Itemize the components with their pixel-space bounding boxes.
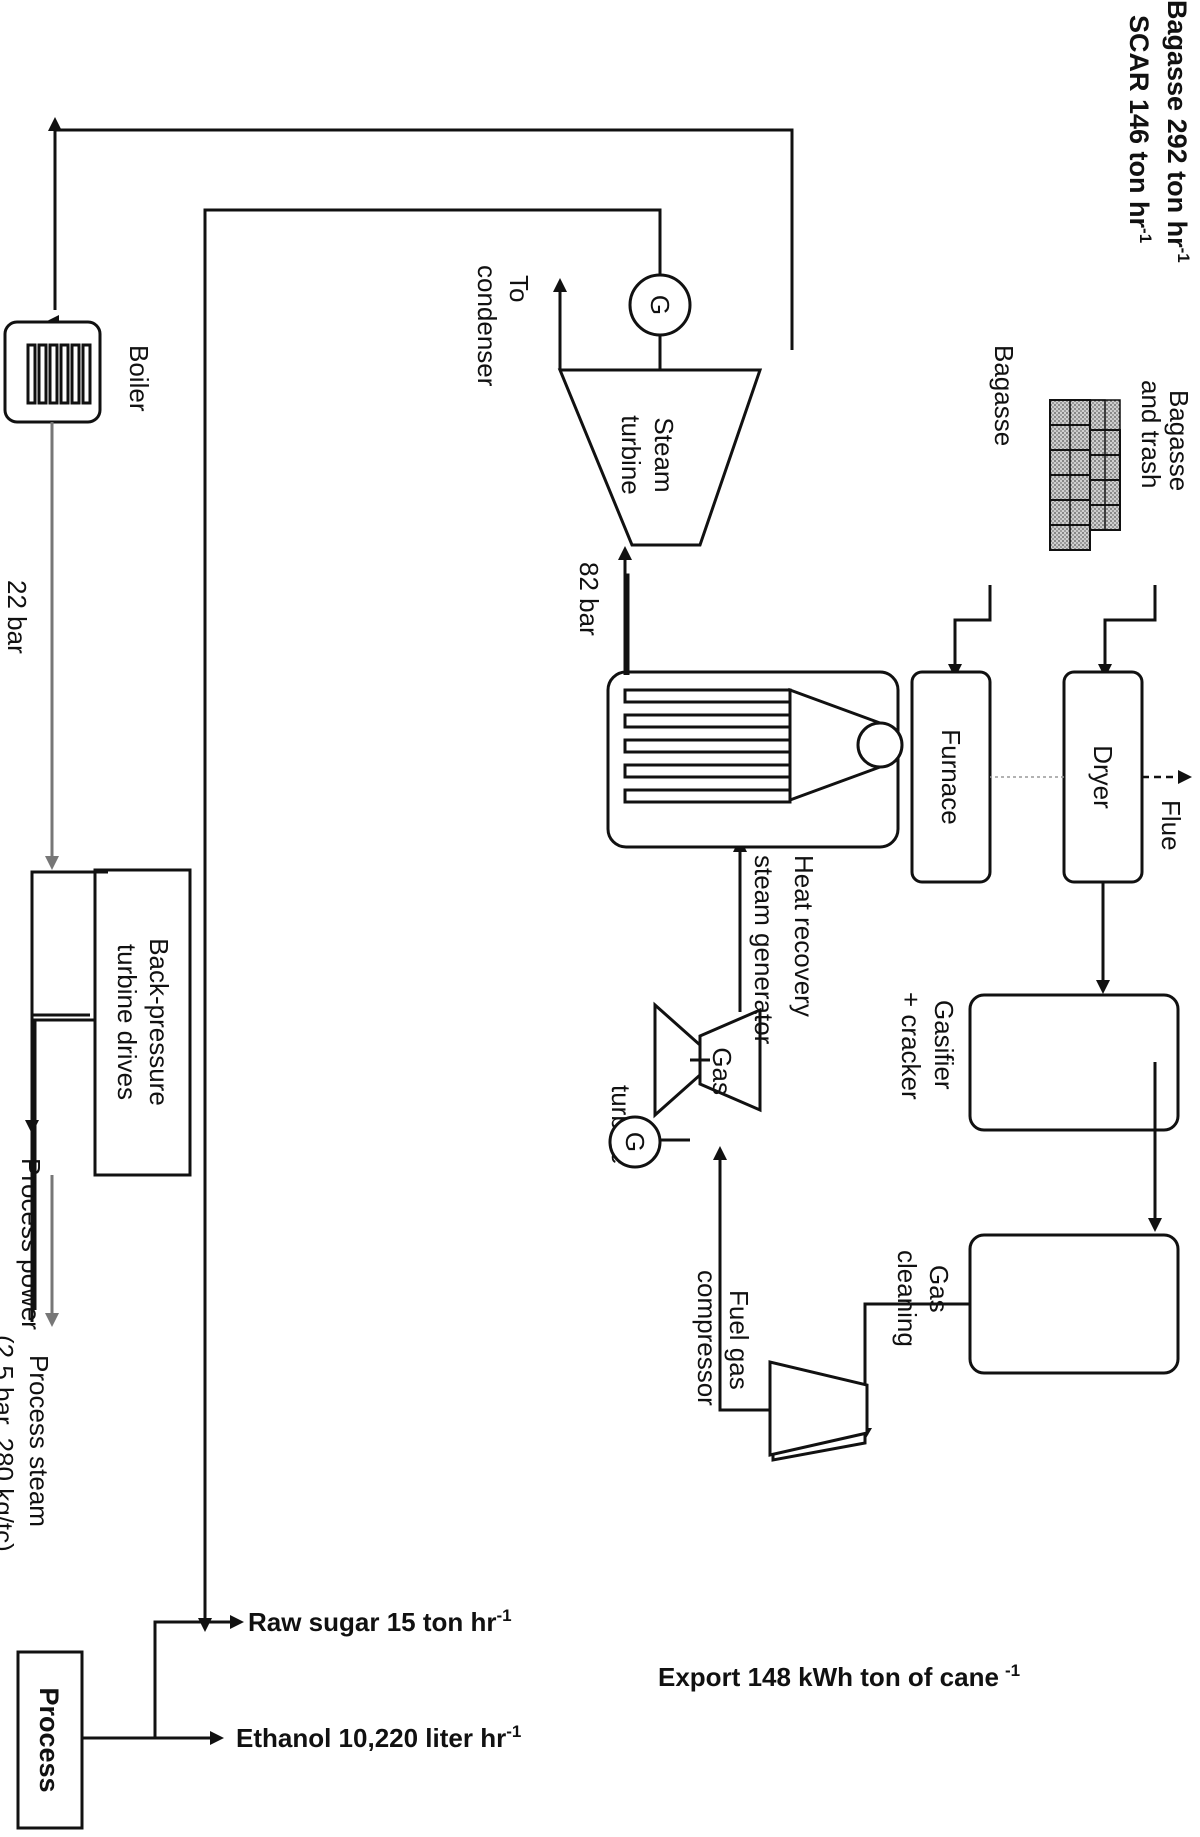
steam-turbine-label-line2: turbine — [616, 415, 646, 495]
export-label: Export 148 kWh ton of cane-1 — [658, 1661, 1020, 1692]
bagasse-stockpile — [1049, 399, 1121, 551]
hrsg-label-line2: steam generator — [749, 855, 779, 1045]
steam-turbine-label: Steam — [649, 417, 679, 492]
hrsg-label: Heat recovery — [789, 855, 819, 1017]
fuel-gas-label: Fuel gas — [724, 1290, 754, 1390]
gas-turbine-generator-label: G — [620, 1132, 650, 1152]
bp-turbine-label: Back-pressure — [144, 938, 174, 1106]
process-unit — [16, 1650, 84, 1830]
process-label: Process — [34, 1687, 64, 1792]
process-power-text: Process power — [16, 1158, 46, 1330]
fuel-gas-label-line2: compressor — [692, 1270, 722, 1406]
boiler-pressure-label: 22 bar — [2, 580, 32, 654]
hrsg-tube-bank — [623, 688, 792, 804]
gas-cleaning-label: Gas — [924, 1265, 954, 1313]
boiler-label: Boiler — [124, 345, 154, 412]
hrsg-pressure-label: 82 bar — [574, 562, 604, 636]
ethanol-label: Ethanol 10,220 liter hr-1 — [236, 1722, 521, 1753]
to-condenser-label-line2: condenser — [472, 265, 502, 387]
process-steam-label-line2: (2.5 bar, 280 kg/tc) — [0, 1335, 19, 1552]
bagasse-label: Bagasse — [989, 345, 1019, 446]
gas-turbine-generator — [608, 1115, 662, 1169]
fuel-gas-compressor-body — [768, 1360, 869, 1457]
hrsg-drum — [856, 721, 904, 769]
bagasse-rate-label: Bagasse 292 ton hr-1 — [1162, 0, 1193, 263]
process-steam-label: Process steam — [24, 1355, 54, 1527]
bagasse-and-trash-label-line2: and trash — [1136, 380, 1166, 488]
gas-turbine-compressor — [653, 1001, 702, 1119]
scar-rate-label: SCAR 146 ton hr-1 — [1124, 15, 1155, 243]
gas-cleaning-unit — [968, 1233, 1180, 1375]
bagasse-and-trash-label: Bagasse — [1164, 390, 1194, 491]
bp-turbine-label-line2: turbine drives — [112, 944, 142, 1100]
back-pressure-turbine-drives — [93, 868, 192, 1177]
gas-turbine — [698, 1007, 762, 1113]
gas-turbine-label: Gas — [707, 1047, 737, 1095]
flue-label: Flue — [1156, 800, 1186, 851]
to-condenser-label: To — [504, 275, 534, 302]
gasifier-label-line2: + cracker — [896, 992, 926, 1100]
raw-sugar-label: Raw sugar 15 ton hr-1 — [248, 1606, 512, 1637]
boiler-tube-bank — [26, 343, 92, 405]
dryer-label: Dryer — [1088, 745, 1118, 809]
furnace-label: Furnace — [936, 729, 966, 824]
gasifier-label: Gasifier — [929, 1000, 959, 1090]
steam-turbine-generator-label: G — [645, 295, 675, 315]
rotated-diagram-body: Bagasse 292 ton hr-1 SCAR 146 ton hr-1 B… — [0, 0, 1194, 1632]
gasifier-cracker-unit — [968, 993, 1180, 1132]
steam-turbine — [557, 368, 763, 547]
gas-cleaning-label-line2: cleaning — [892, 1250, 922, 1347]
